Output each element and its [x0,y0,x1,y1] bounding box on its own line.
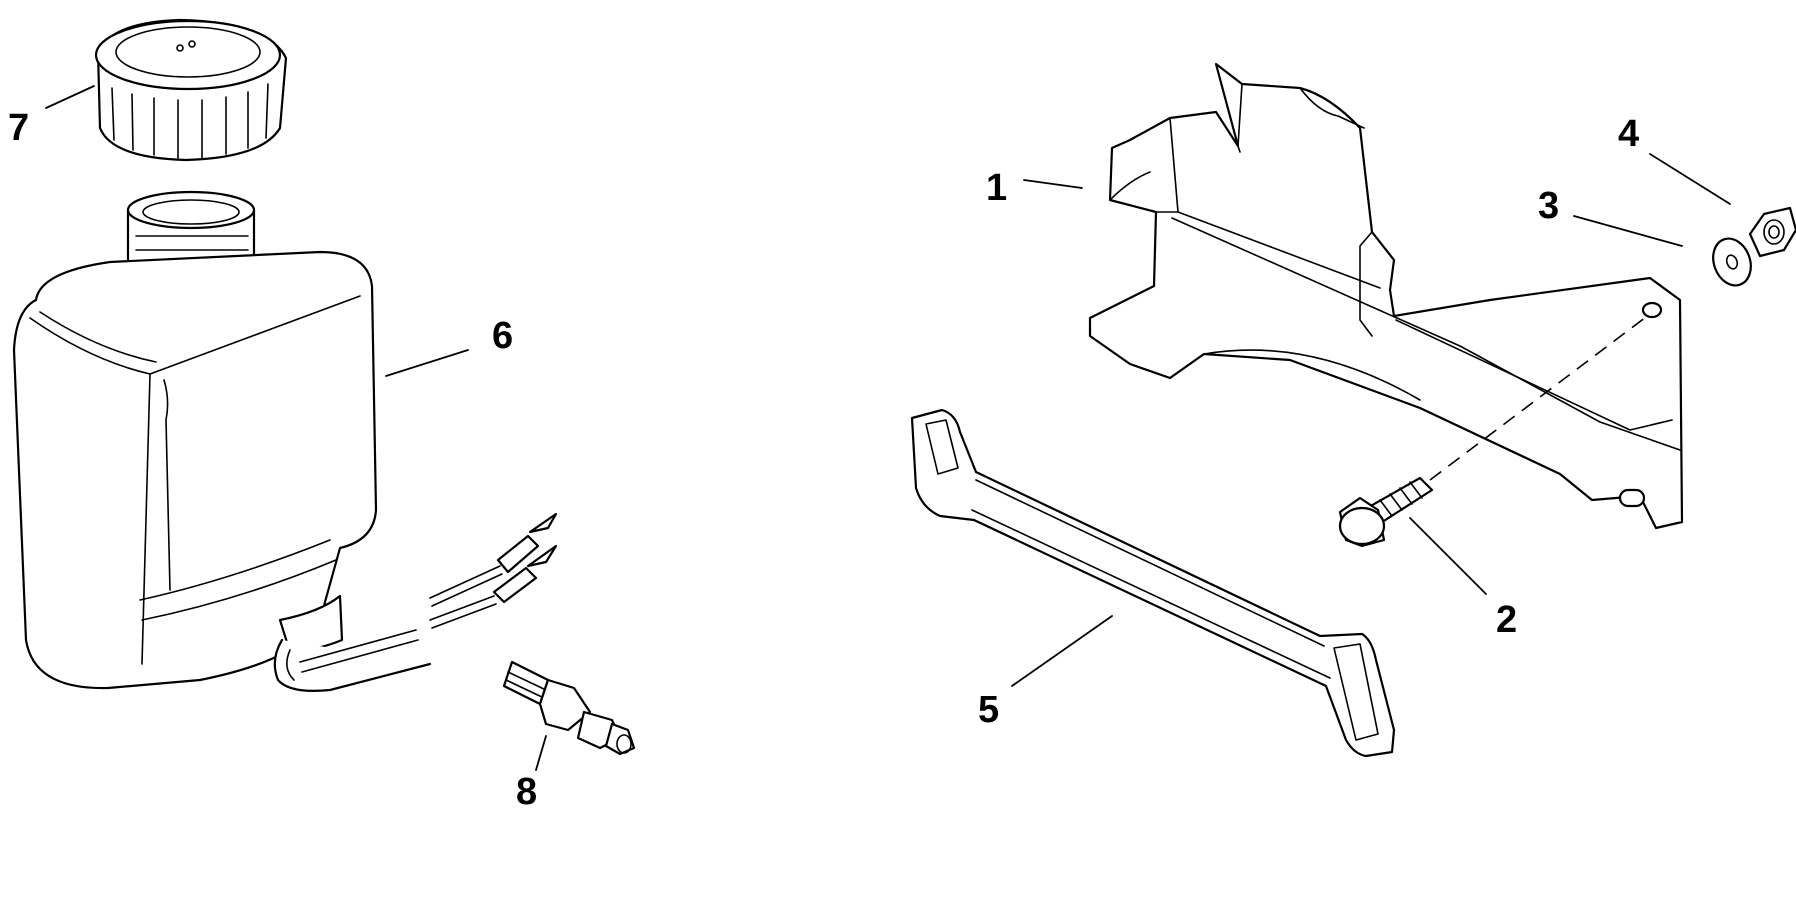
callout-7: 7 [8,107,29,149]
callout-4: 4 [1618,113,1639,155]
hex-nut [1748,206,1796,258]
reservoir-tank [12,190,432,692]
hose-fitting [502,660,636,756]
callout-2: 2 [1496,599,1517,641]
callout-8: 8 [516,771,537,813]
callout-1: 1 [986,167,1007,209]
leader-lines [45,85,1731,771]
retaining-strap [910,408,1396,758]
mounting-bracket [1088,62,1684,530]
reservoir-hose-lines [299,512,558,673]
callout-3: 3 [1538,185,1559,227]
callout-5: 5 [978,689,999,731]
callout-6: 6 [492,315,513,357]
washer [1712,237,1752,287]
reservoir-cap [94,18,288,162]
bolt [1338,476,1434,548]
